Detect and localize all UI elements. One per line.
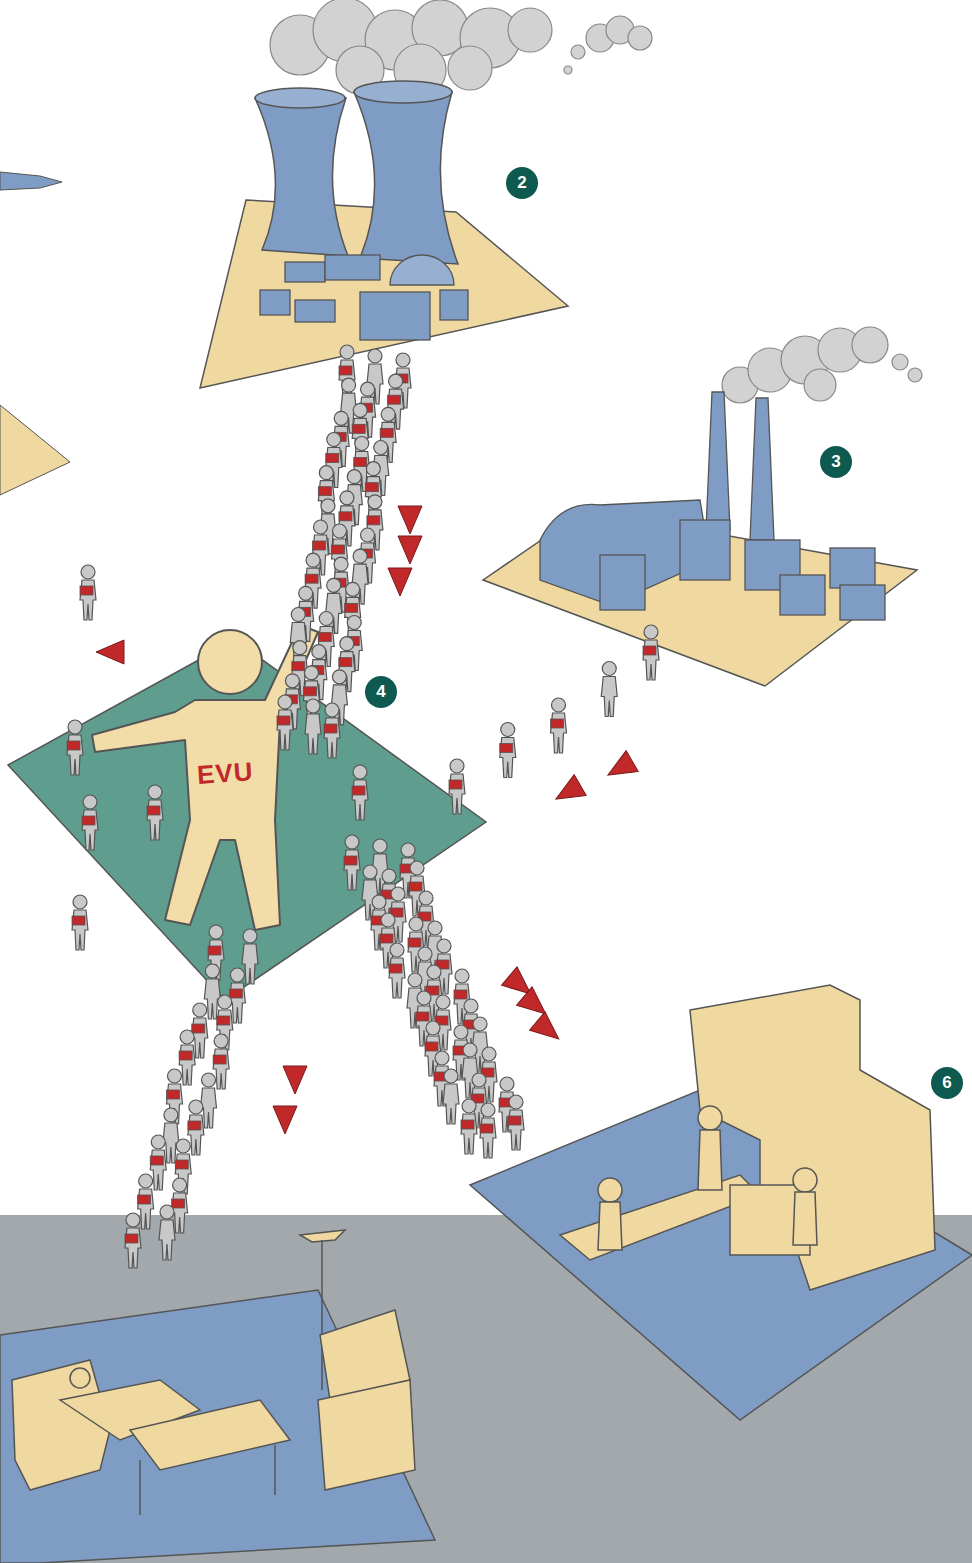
person-figure (67, 720, 83, 775)
people-stream (67, 345, 659, 1268)
person-figure (365, 462, 381, 517)
flow-arrow (96, 640, 124, 664)
smoke-cloud (722, 327, 922, 403)
plant-building (260, 255, 468, 340)
plant-building (540, 392, 885, 620)
flow-arrow (273, 1106, 297, 1134)
flow-arrow (550, 775, 586, 810)
smoke-cloud (270, 0, 652, 96)
shirt-lettering: EVU (196, 756, 254, 791)
flow-arrow (602, 751, 638, 786)
callout-number: 6 (931, 1067, 963, 1099)
person-figure (551, 698, 567, 753)
person-figure (480, 1103, 496, 1158)
person-figure (303, 666, 319, 721)
callout-number: 4 (365, 676, 397, 708)
person-figure (344, 835, 360, 890)
living-room (12, 1230, 415, 1515)
person-figure (352, 765, 368, 820)
person-figure (500, 723, 516, 778)
person-figure (449, 759, 465, 814)
factory-machine (560, 985, 935, 1290)
cooling-tower (255, 81, 458, 264)
callout-number: 2 (506, 167, 538, 199)
person-figure (508, 1095, 524, 1150)
person-figure (339, 345, 355, 400)
room-rug (0, 1290, 435, 1563)
person-figure (277, 695, 293, 750)
person-figure (389, 943, 405, 998)
person-figure (159, 1205, 175, 1260)
flow-arrow (398, 506, 422, 534)
person-figure (72, 895, 88, 950)
person-figure (352, 403, 368, 458)
flow-arrow (283, 1066, 307, 1094)
person-figure (80, 565, 96, 620)
person-figure (443, 1069, 459, 1124)
person-figure (643, 625, 659, 680)
person-figure (461, 1099, 477, 1154)
person-figure (345, 582, 361, 637)
flow-arrow (398, 536, 422, 564)
person-figure (601, 662, 617, 717)
person-figure (125, 1213, 141, 1268)
person-figure (332, 524, 348, 579)
person-figure (290, 608, 306, 663)
callout-number: 3 (820, 446, 852, 478)
edge-fragment (0, 172, 62, 190)
flow-arrow (388, 568, 412, 596)
edge-fragment (0, 405, 70, 495)
utility-figure (92, 625, 318, 930)
person-figure (318, 466, 334, 521)
person-figure (324, 703, 340, 758)
person-figure (82, 795, 98, 850)
person-figure (147, 785, 163, 840)
person-figure (305, 699, 321, 754)
flow-arrow (530, 1012, 567, 1048)
